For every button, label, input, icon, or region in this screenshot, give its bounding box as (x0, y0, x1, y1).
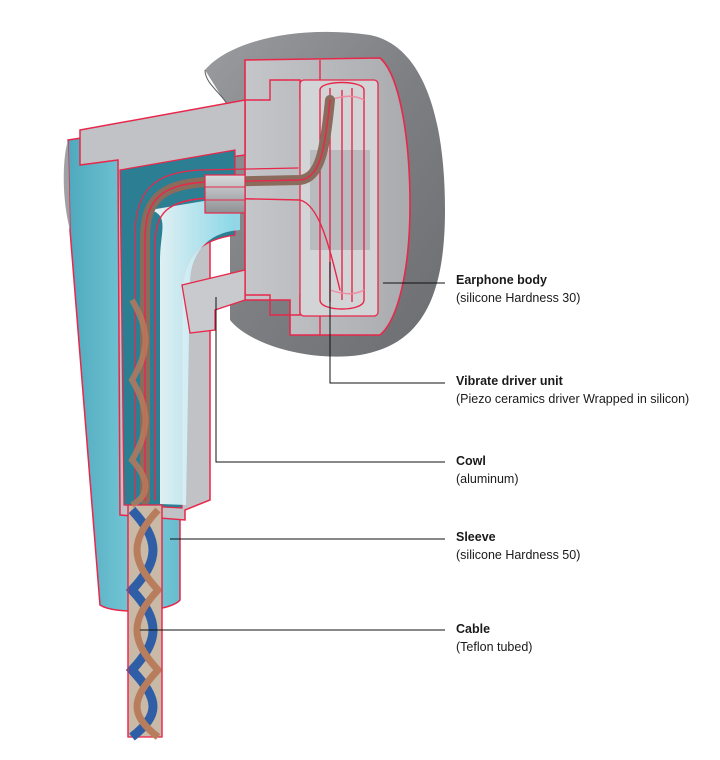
label-earphone-body: Earphone body (456, 273, 547, 287)
leader-driver-unit (329, 262, 445, 384)
callout-driver-unit: Vibrate driver unit (Piezo ceramics driv… (456, 372, 689, 408)
leader-cowl (215, 297, 445, 463)
label-cable: Cable (456, 622, 491, 636)
leader-lines (140, 262, 445, 631)
vibrate-driver-unit-shape (319, 81, 365, 310)
callout-cowl: Cowl (aluminum) (456, 452, 519, 488)
detail-cable: (Teflon tubed) (456, 640, 533, 654)
callout-earphone-body: Earphone body (silicone Hardness 30) (456, 271, 580, 307)
cable-shape (125, 298, 163, 741)
internal-wiring (134, 95, 341, 505)
label-sleeve: Sleeve (456, 530, 496, 544)
label-driver-unit: Vibrate driver unit (456, 374, 563, 388)
detail-driver-unit: (Piezo ceramics driver Wrapped in silico… (456, 392, 690, 406)
callout-cable: Cable (Teflon tubed) (456, 620, 532, 656)
detail-sleeve: (silicone Hardness 50) (456, 548, 581, 562)
callout-sleeve: Sleeve (silicone Hardness 50) (456, 528, 580, 564)
detail-cowl: (aluminum) (456, 472, 519, 486)
detail-earphone-body: (silicone Hardness 30) (456, 291, 581, 305)
label-cowl: Cowl (456, 454, 486, 468)
